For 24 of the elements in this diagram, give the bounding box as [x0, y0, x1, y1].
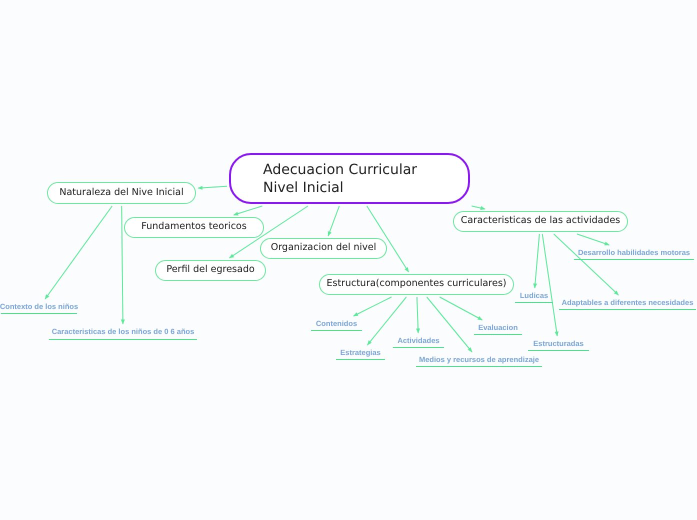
arrow [366, 206, 410, 272]
arrow [353, 296, 392, 316]
arrow [120, 206, 125, 324]
subtopic-box: Fundamentos teoricos [124, 217, 264, 238]
subtopic-box: Caracteristicas de las actividades [453, 211, 628, 232]
topic-box: Adecuacion Curricular Nivel Inicial [229, 153, 470, 204]
arrow [198, 186, 228, 190]
subtopic-box: Perfil del egresado [155, 260, 266, 281]
arrow [233, 206, 263, 216]
arrow [416, 296, 420, 334]
subtopic-box: Naturaleza del Nive Inicial [47, 182, 196, 204]
arrow [44, 206, 113, 300]
arrow [366, 296, 407, 346]
arrow [553, 234, 619, 296]
arrow [471, 206, 486, 210]
arrow [533, 234, 540, 288]
subtopic-box: Estructura(componentes curriculares) [319, 274, 514, 295]
arrow [576, 234, 610, 246]
arrow [228, 206, 308, 258]
arrow [328, 206, 340, 236]
arrow [439, 296, 483, 320]
subtopic-box: Organizacion del nivel [260, 238, 387, 259]
arrow [542, 234, 559, 336]
arrow [426, 296, 472, 352]
